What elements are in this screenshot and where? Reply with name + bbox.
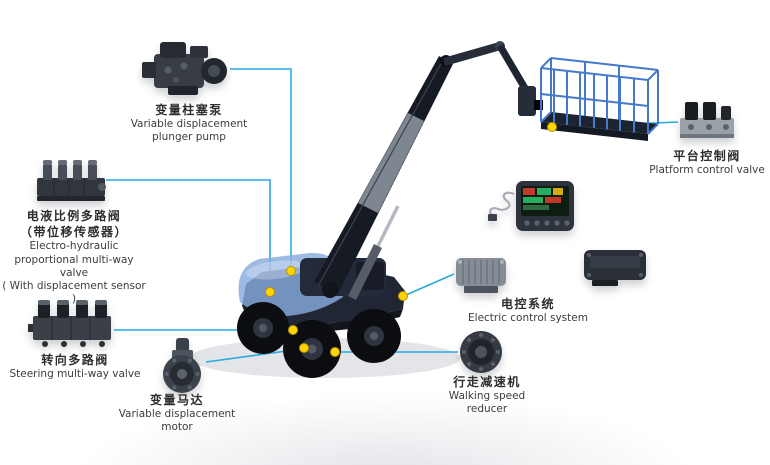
steering-valve-caption-en: Steering multi-way valve xyxy=(9,368,141,381)
control-system-caption-zh: 电控系统 xyxy=(500,297,555,311)
controller-a-photo xyxy=(452,248,510,300)
reducer-photo xyxy=(456,328,506,380)
motor-caption: 变量马达 Variable displacement motor xyxy=(102,392,252,434)
proportional-valve-caption-en1: Electro-hydraulic xyxy=(29,240,119,253)
platform-valve-caption-en: Platform control valve xyxy=(649,164,765,177)
platform-valve-caption: 平台控制阀 Platform control valve xyxy=(645,148,769,177)
platform-valve-image xyxy=(680,102,734,138)
proportional-valve-image xyxy=(37,160,106,201)
cable-icon xyxy=(489,191,515,217)
steering-valve-caption: 转向多路阀 Steering multi-way valve xyxy=(0,352,150,381)
proportional-valve-caption-en3: ( With displacement sensor ) xyxy=(2,279,146,305)
pump-caption-en1: Variable displacement xyxy=(130,118,248,131)
controller-a-image xyxy=(456,258,506,293)
pump-caption-zh: 变量柱塞泵 xyxy=(155,103,223,117)
pump-caption: 变量柱塞泵 Variable displacement plunger pump xyxy=(114,102,264,144)
proportional-valve-caption-zh2: （带位移传感器） xyxy=(19,225,128,240)
control-system-caption: 电控系统 Electric control system xyxy=(458,296,598,325)
proportional-valve-caption-en2: proportional multi-way valve xyxy=(14,253,134,279)
reducer-caption: 行走减速机 Walking speed reducer xyxy=(427,374,547,416)
motor-image xyxy=(163,338,201,393)
proportional-valve-caption: 电液比例多路阀 （带位移传感器） Electro-hydraulic propo… xyxy=(0,208,148,306)
proportional-valve-caption-zh1: 电液比例多路阀 xyxy=(26,209,122,223)
platform-valve-caption-zh: 平台控制阀 xyxy=(673,149,741,163)
reducer-caption-zh: 行走减速机 xyxy=(453,375,521,389)
reducer-caption-en: Walking speed reducer xyxy=(448,390,526,416)
control-display-photo xyxy=(486,178,580,242)
controller-b-image xyxy=(584,250,646,286)
control-display-image xyxy=(488,181,574,231)
motor-caption-en: Variable displacement motor xyxy=(118,408,236,434)
proportional-valve-photo xyxy=(34,156,108,208)
motor-photo xyxy=(156,336,208,400)
reducer-image xyxy=(460,331,502,373)
pump-photo xyxy=(140,38,232,104)
steering-valve-caption-zh: 转向多路阀 xyxy=(41,353,109,367)
controller-b-photo xyxy=(580,238,650,292)
platform-valve-photo xyxy=(676,96,738,146)
pump-caption-en2: plunger pump xyxy=(152,131,226,144)
steering-valve-photo xyxy=(28,300,116,354)
motor-caption-zh: 变量马达 xyxy=(149,393,204,407)
pump-image xyxy=(142,42,227,95)
control-system-caption-en: Electric control system xyxy=(468,312,588,325)
steering-valve-image xyxy=(28,300,111,347)
